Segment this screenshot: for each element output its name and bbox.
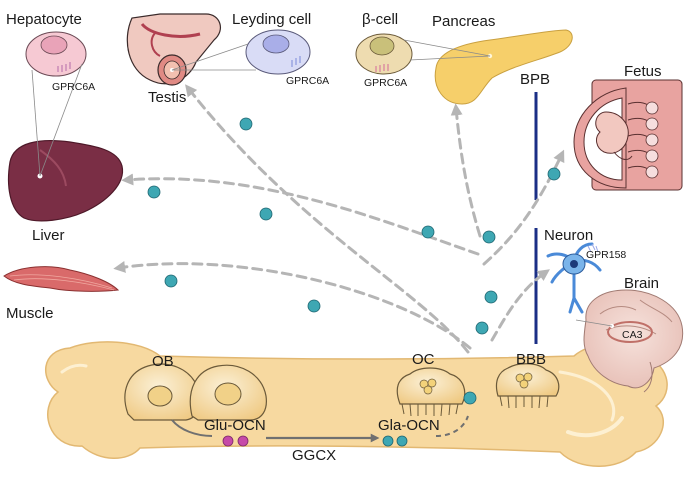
label-glu-ocn: Glu-OCN [204,417,266,434]
label-bpb: BPB [520,71,550,88]
conversion-arrows [171,415,469,443]
liver [7,140,124,222]
glu-ocn-dots [222,435,249,447]
label-brain: Brain [624,275,659,292]
osteoclast-cells [396,363,560,417]
label-gla-ocn: Gla-OCN [378,417,440,434]
testis [126,13,222,86]
label-testis: Testis [148,89,186,106]
label-pancreas: Pancreas [432,13,495,30]
label-fetus: Fetus [624,63,662,80]
label-gprc6a-beta: GPRC6A [364,77,407,89]
label-gprc6a-leyding: GPRC6A [286,75,329,87]
hepatocyte-cell [25,31,87,177]
muscle [3,266,120,292]
pancreas [434,29,573,105]
label-ob: OB [152,353,174,370]
gla-ocn-dots [382,435,408,447]
label-ca3: CA3 [622,329,643,341]
osteoblast-cells [124,363,267,421]
label-hepatocyte: Hepatocyte [6,11,82,28]
label-muscle: Muscle [6,305,54,322]
neuron [546,242,602,314]
beta-cell [355,33,491,75]
label-beta-cell: β-cell [362,11,398,28]
label-oc: OC [412,351,435,368]
circulation-arrows [113,84,565,354]
label-neuron: Neuron [544,227,593,244]
label-bbb: BBB [516,351,546,368]
fetus-placenta [573,79,683,191]
brain [575,289,684,393]
label-liver: Liver [32,227,65,244]
label-ggcx: GGCX [292,447,336,464]
label-gprc6a-hepatocyte: GPRC6A [52,81,95,93]
label-leyding-cell: Leyding cell [232,11,311,28]
leyding-cell [171,29,311,75]
circulating-ocn-dots [147,117,561,405]
label-gpr158: GPR158 [586,249,626,261]
